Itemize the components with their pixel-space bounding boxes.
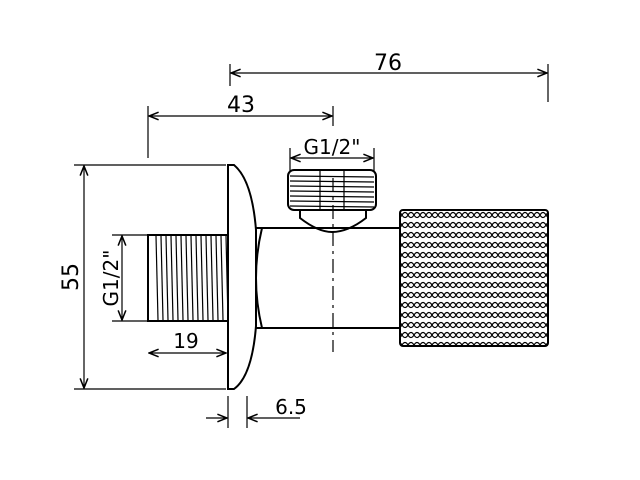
dimension-height: 55 xyxy=(59,164,226,390)
outlet-thread-label: G1/2" xyxy=(304,135,361,159)
wall-flange xyxy=(227,164,257,390)
knurled-handle-icon xyxy=(399,209,549,347)
overall-length-label: 76 xyxy=(374,51,402,76)
height-label: 55 xyxy=(59,263,84,291)
dimension-outlet-thread: G1/2" xyxy=(289,135,375,172)
dimension-overall-length: 76 xyxy=(229,51,549,102)
dimension-outlet-to-inlet: 43 xyxy=(147,93,334,158)
dimension-inlet-thread: G1/2" xyxy=(99,234,148,322)
hex-nut-icon xyxy=(287,169,377,211)
outlet-to-inlet-label: 43 xyxy=(227,93,255,118)
inlet-length-label: 19 xyxy=(173,329,198,353)
valve-body xyxy=(147,164,549,390)
dimension-inlet-length: 19 xyxy=(149,329,226,353)
flange-thickness-label: 6.5 xyxy=(275,395,307,419)
inlet-thread xyxy=(147,234,229,322)
inlet-thread-label: G1/2" xyxy=(99,250,123,307)
dimension-flange-thickness: 6.5 xyxy=(206,395,307,428)
